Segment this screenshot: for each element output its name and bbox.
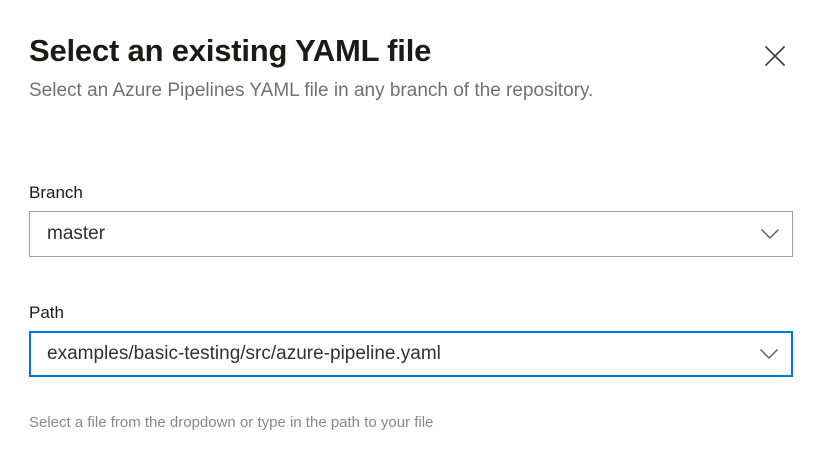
- path-dropdown-caret[interactable]: [747, 348, 791, 360]
- path-hint-text: Select a file from the dropdown or type …: [29, 414, 434, 431]
- branch-input[interactable]: [30, 221, 748, 247]
- branch-field-group: Branch: [29, 182, 793, 257]
- path-label: Path: [29, 303, 64, 322]
- path-dropdown[interactable]: [29, 331, 793, 377]
- branch-dropdown-caret[interactable]: [748, 228, 792, 240]
- path-field-group: Path: [29, 302, 793, 377]
- branch-dropdown[interactable]: [29, 211, 793, 257]
- page-title: Select an existing YAML file: [29, 33, 432, 68]
- chevron-down-icon: [761, 228, 779, 240]
- close-button[interactable]: [755, 36, 795, 76]
- branch-label: Branch: [29, 183, 83, 202]
- close-icon: [764, 45, 786, 67]
- dialog-header: Select an existing YAML file Select an A…: [29, 31, 729, 106]
- dialog-subtitle: Select an Azure Pipelines YAML file in a…: [29, 80, 594, 101]
- chevron-down-icon: [760, 348, 778, 360]
- path-input[interactable]: [31, 341, 747, 367]
